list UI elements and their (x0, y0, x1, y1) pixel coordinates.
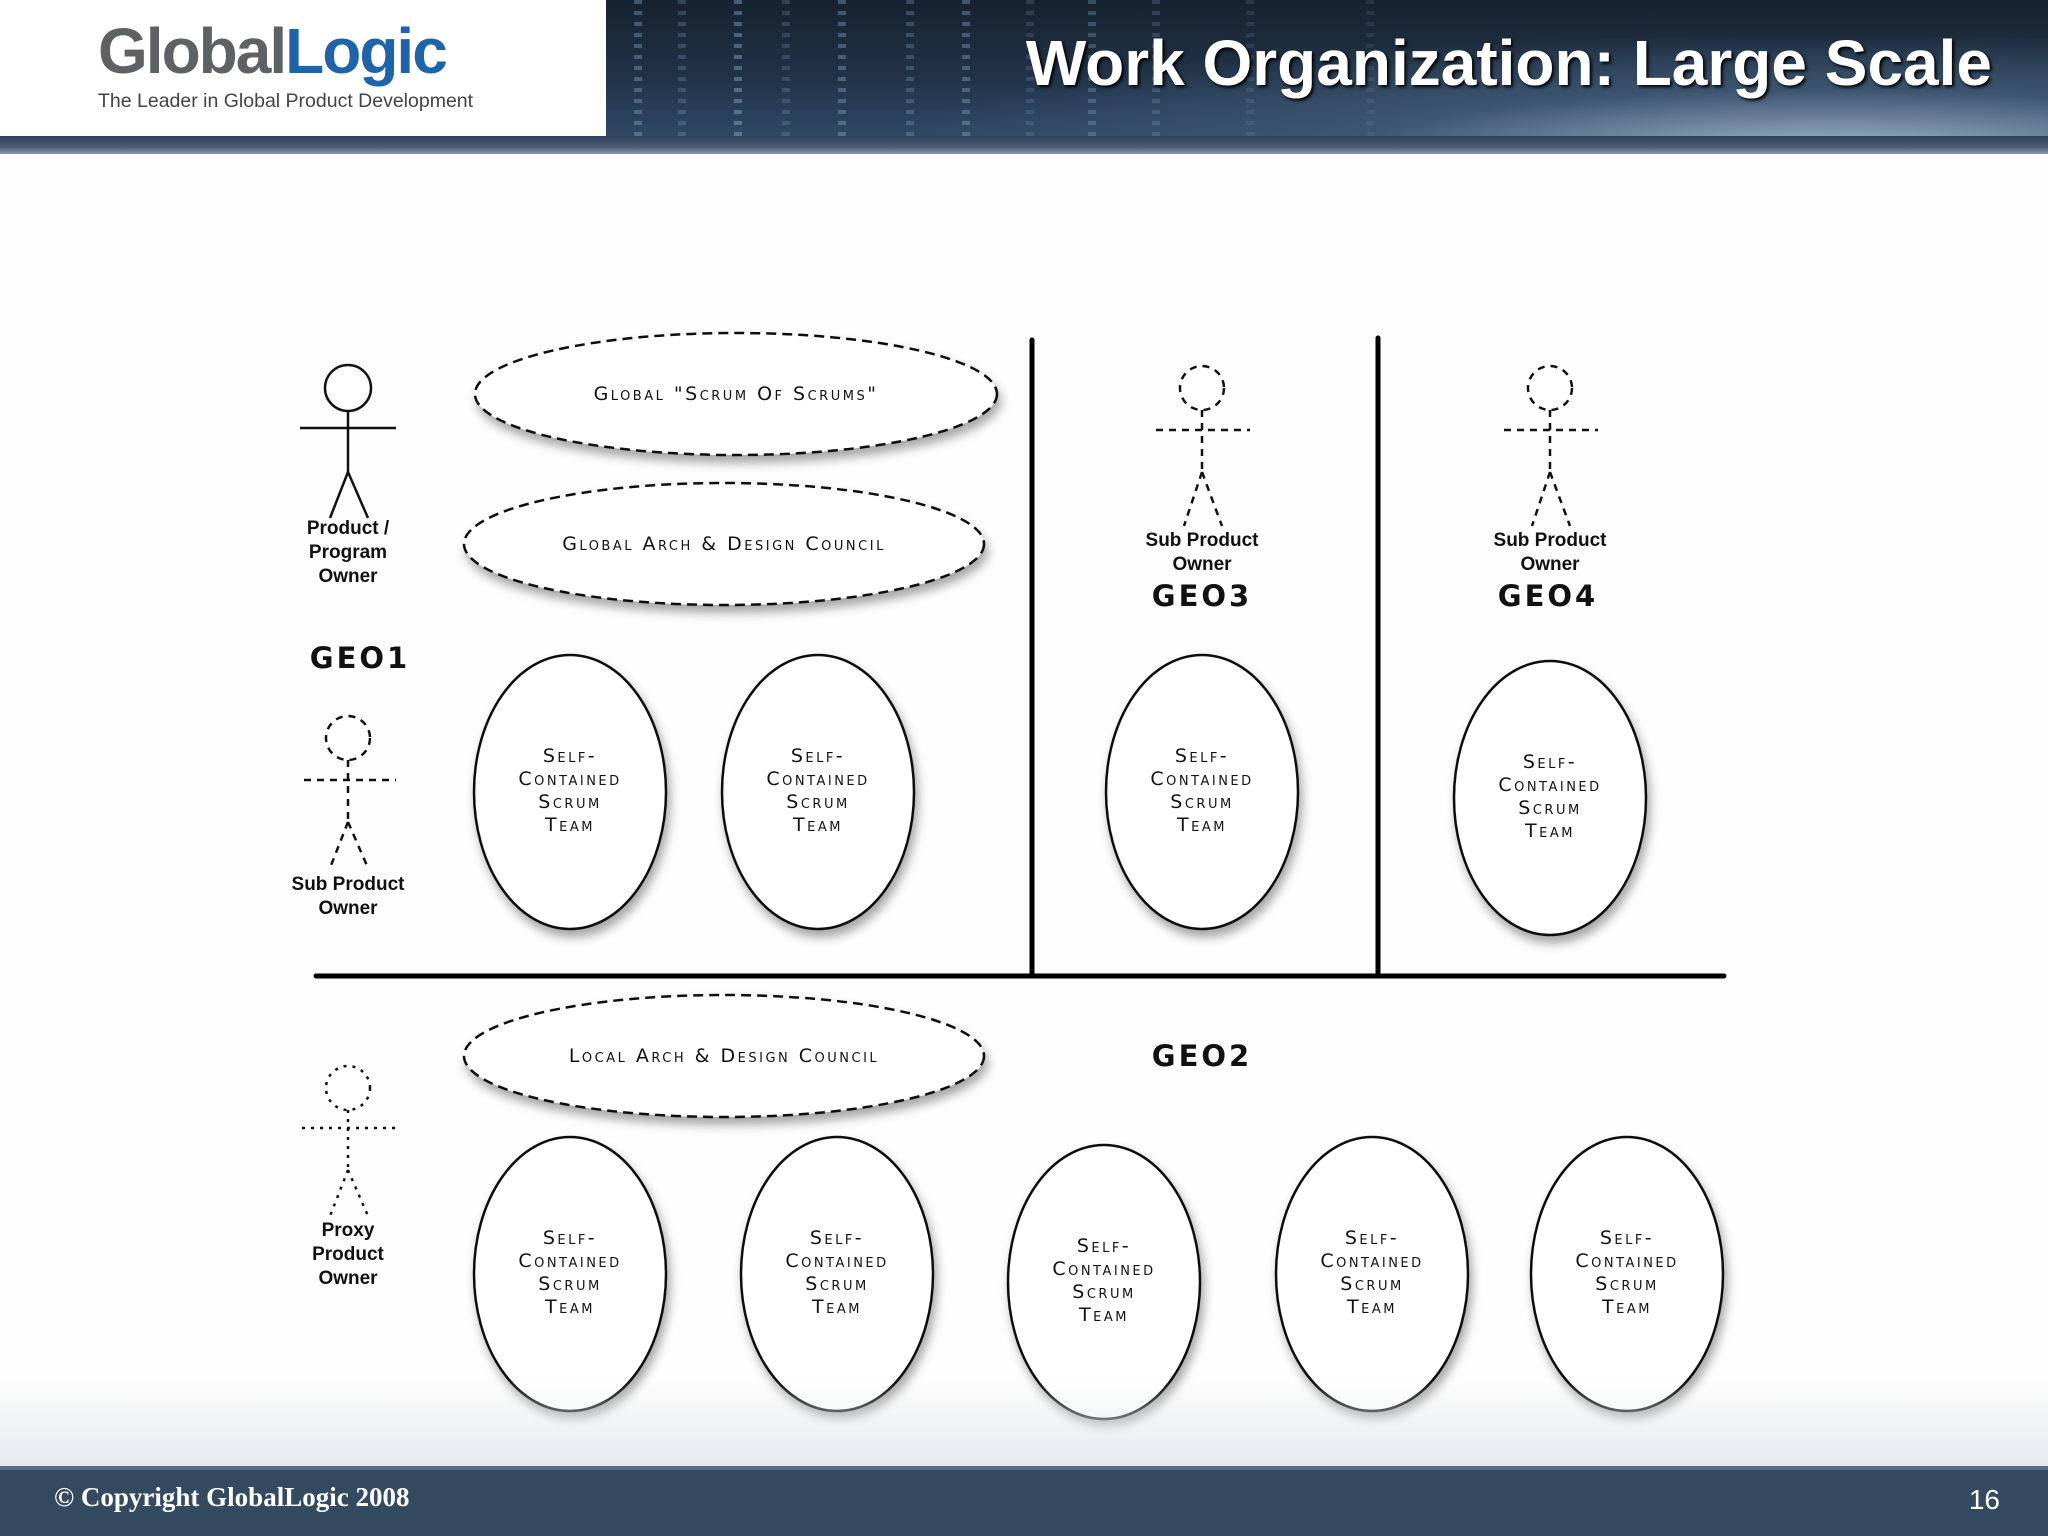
svg-text:Scrum: Scrum (1340, 1273, 1403, 1295)
council-label-global-arch: Global Arch & Design Council (562, 533, 886, 555)
copyright-text: © Copyright GlobalLogic 2008 (54, 1482, 409, 1513)
page-title: Work Organization: Large Scale (1026, 26, 1992, 100)
sub-product-owner-geo4-actor-icon (1504, 366, 1598, 526)
role-label-sub-owner-geo3-1: Sub Product (1146, 530, 1260, 551)
page-number: 16 (1969, 1484, 2000, 1516)
council-ellipse: Global "Scrum Of Scrums" (475, 333, 997, 455)
svg-text:Self-: Self- (791, 745, 845, 767)
sub-product-owner-geo1-actor-icon (304, 716, 396, 868)
slide-header: GlobalLogic The Leader in Global Product… (0, 0, 2048, 136)
scrum-team-ellipse: Self- Contained Scrum Team (1106, 655, 1298, 929)
svg-text:Contained: Contained (1150, 768, 1253, 790)
svg-text:Scrum: Scrum (538, 1273, 601, 1295)
role-label-sub-owner-geo4-2: Owner (1520, 554, 1580, 575)
svg-text:Contained: Contained (766, 768, 869, 790)
svg-text:Scrum: Scrum (1595, 1273, 1658, 1295)
role-label-product-owner-3: Owner (318, 566, 378, 587)
svg-text:Contained: Contained (1320, 1250, 1423, 1272)
svg-text:Self-: Self- (1077, 1235, 1131, 1257)
role-label-product-owner-1: Product / (307, 518, 390, 539)
geo-label-geo4: GEO4 (1498, 579, 1598, 613)
logo-tagline: The Leader in Global Product Development (98, 90, 473, 113)
role-label-proxy-owner-3: Owner (318, 1268, 378, 1289)
svg-text:Self-: Self- (1175, 745, 1229, 767)
header-divider (0, 136, 2048, 154)
org-diagram: Global "Scrum Of Scrums" Global Arch & D… (0, 154, 2048, 1464)
svg-text:Scrum: Scrum (1518, 797, 1581, 819)
globallogic-logo: GlobalLogic The Leader in Global Product… (0, 0, 606, 136)
svg-text:Self-: Self- (1345, 1227, 1399, 1249)
role-label-sub-owner-geo1-1: Sub Product (292, 874, 406, 895)
council-ellipse: Local Arch & Design Council (464, 995, 984, 1117)
logo-text-global: Global (98, 15, 285, 87)
svg-text:Scrum: Scrum (538, 791, 601, 813)
svg-text:Scrum: Scrum (1170, 791, 1233, 813)
role-label-proxy-owner-1: Proxy (322, 1220, 375, 1241)
svg-text:Team: Team (1078, 1304, 1129, 1326)
logo-text-logic: Logic (285, 15, 446, 87)
geo-label-geo3: GEO3 (1152, 579, 1252, 613)
svg-text:Scrum: Scrum (805, 1273, 868, 1295)
svg-text:Contained: Contained (518, 768, 621, 790)
slide-footer: © Copyright GlobalLogic 2008 16 (0, 1466, 2048, 1536)
svg-text:Self-: Self- (543, 1227, 597, 1249)
svg-text:Self-: Self- (810, 1227, 864, 1249)
header-banner-image: Work Organization: Large Scale (606, 0, 2048, 136)
bottom-gradient (0, 1380, 2048, 1466)
council-ellipse: Global Arch & Design Council (464, 483, 984, 605)
svg-text:Contained: Contained (1052, 1258, 1155, 1280)
svg-text:Team: Team (1524, 820, 1575, 842)
svg-text:Scrum: Scrum (786, 791, 849, 813)
sub-product-owner-geo3-actor-icon (1156, 366, 1250, 526)
svg-text:Team: Team (1601, 1296, 1652, 1318)
council-label-local-arch: Local Arch & Design Council (569, 1045, 879, 1067)
council-label-scrum-of-scrums: Global "Scrum Of Scrums" (594, 383, 879, 405)
scrum-team-ellipse: Self- Contained Scrum Team (1454, 661, 1646, 935)
proxy-product-owner-actor-icon (302, 1066, 398, 1216)
svg-text:Contained: Contained (1575, 1250, 1678, 1272)
svg-text:Self-: Self- (543, 745, 597, 767)
product-owner-actor-icon (300, 365, 396, 518)
role-label-sub-owner-geo4-1: Sub Product (1494, 530, 1608, 551)
scrum-team-ellipse: Self- Contained Scrum Team (1008, 1145, 1200, 1419)
scrum-team-ellipse: Self- Contained Scrum Team (722, 655, 914, 929)
svg-text:Team: Team (1346, 1296, 1397, 1318)
svg-text:Self-: Self- (1600, 1227, 1654, 1249)
role-label-proxy-owner-2: Product (312, 1244, 384, 1265)
svg-text:Self-: Self- (1523, 751, 1577, 773)
svg-text:Scrum: Scrum (1072, 1281, 1135, 1303)
svg-text:Team: Team (1176, 814, 1227, 836)
role-label-sub-owner-geo3-2: Owner (1172, 554, 1232, 575)
svg-text:Contained: Contained (518, 1250, 621, 1272)
scrum-team-ellipse: Self- Contained Scrum Team (1276, 1137, 1468, 1411)
svg-text:Contained: Contained (1498, 774, 1601, 796)
svg-text:Contained: Contained (785, 1250, 888, 1272)
geo-label-geo1: GEO1 (310, 641, 410, 675)
scrum-team-ellipse: Self- Contained Scrum Team (1531, 1137, 1723, 1411)
svg-text:Team: Team (792, 814, 843, 836)
role-label-product-owner-2: Program (309, 542, 387, 563)
svg-text:Team: Team (544, 1296, 595, 1318)
scrum-team-ellipse: Self- Contained Scrum Team (741, 1137, 933, 1411)
scrum-team-ellipse: Self- Contained Scrum Team (474, 655, 666, 929)
svg-text:Team: Team (811, 1296, 862, 1318)
geo-label-geo2: GEO2 (1152, 1039, 1252, 1073)
role-label-sub-owner-geo1-2: Owner (318, 898, 378, 919)
svg-text:Team: Team (544, 814, 595, 836)
scrum-team-ellipse: Self- Contained Scrum Team (474, 1137, 666, 1411)
